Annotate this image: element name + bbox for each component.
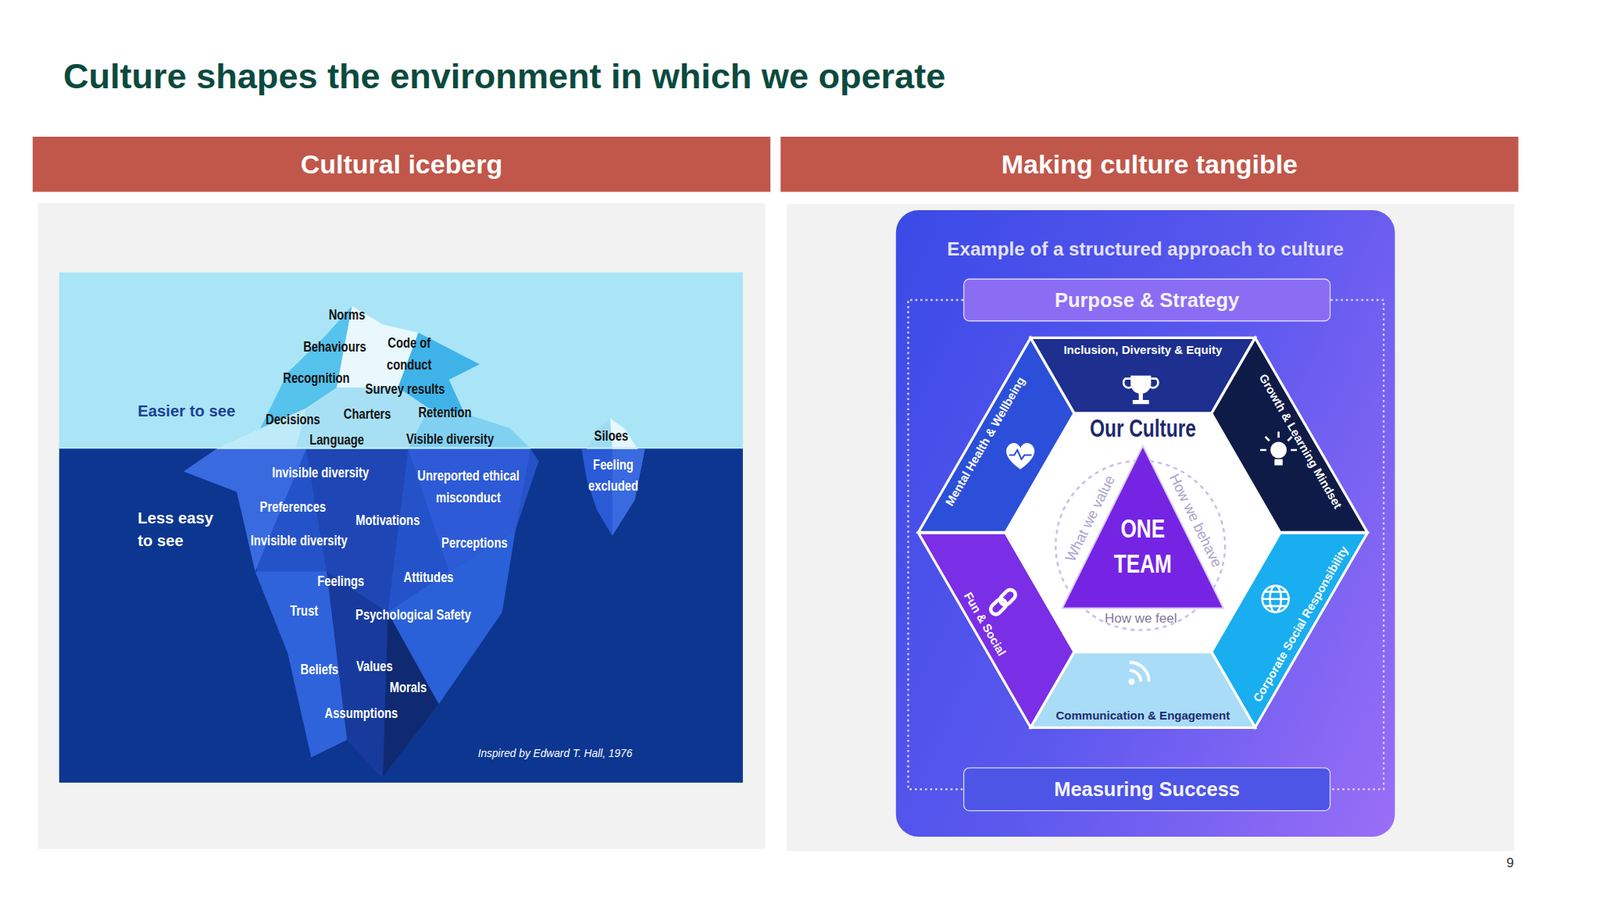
globe-parallels xyxy=(1262,592,1290,607)
node-text: Cultural iceberg xyxy=(32,136,771,193)
node-text: Communication & Engagement xyxy=(1030,707,1255,722)
culture-element: Invisible diversity xyxy=(250,530,348,552)
culture-element: Perceptions xyxy=(441,532,508,554)
culture-element: Trust xyxy=(289,600,318,622)
heart-shape xyxy=(1006,442,1035,470)
depth-label: Easier to see xyxy=(137,400,236,423)
culture-element: Siloes xyxy=(594,425,629,447)
globe-outline xyxy=(1262,585,1290,613)
iceberg-facet xyxy=(255,571,348,758)
grey-panel xyxy=(37,203,765,850)
culture-element: Beliefs xyxy=(300,658,339,680)
culture-element: Invisible diversity xyxy=(271,461,369,483)
small-iceberg xyxy=(581,449,645,536)
bulb xyxy=(1270,442,1287,459)
node-text: How we feel xyxy=(1104,610,1177,627)
bulb-base xyxy=(1274,459,1283,466)
globe-meridian xyxy=(1269,585,1281,613)
iceberg-facet xyxy=(382,612,440,779)
culture-element: Feeling excluded xyxy=(583,453,643,497)
purpose-box: Purpose & Strategy xyxy=(963,278,1331,322)
water xyxy=(59,447,743,783)
culture-element: Norms xyxy=(328,304,366,326)
trophy-base xyxy=(1132,400,1150,404)
link-ring xyxy=(988,596,1008,617)
node-text: Example of a structured approach to cult… xyxy=(896,236,1396,261)
culture-element: Visible diversity xyxy=(406,428,494,450)
culture-element: Feelings xyxy=(317,571,365,593)
culture-element: Behaviours xyxy=(303,335,366,358)
pulse-line xyxy=(1009,450,1033,460)
small-iceberg xyxy=(586,418,638,450)
culture-element: Preferences xyxy=(260,496,327,518)
link-ring xyxy=(997,587,1018,608)
node-text: ONE TEAM xyxy=(1106,510,1180,581)
culture-element: Retention xyxy=(417,401,472,423)
slide-title: Culture shapes the environment in which … xyxy=(63,56,946,97)
node-text: Inclusion, Diversity & Equity xyxy=(1030,342,1255,358)
culture-element: Motivations xyxy=(355,509,420,531)
culture-element: Unreported ethical misconduct xyxy=(407,465,531,509)
signal-arc xyxy=(1129,662,1150,683)
culture-element: Attitudes xyxy=(403,567,454,589)
culture-element: Code of conduct xyxy=(381,332,437,376)
one-team-triangle: ONE TEAM xyxy=(1062,446,1224,609)
node-text: Making culture tangible xyxy=(780,136,1518,193)
culture-core: Our CultureWhat we valueHow we behaveHow… xyxy=(1005,414,1280,652)
link-icon xyxy=(988,587,1018,617)
signal-icon xyxy=(1128,662,1150,686)
waterline xyxy=(59,446,743,449)
trophy-icon xyxy=(1123,375,1158,405)
signal-dot xyxy=(1128,678,1136,686)
iceberg-body xyxy=(183,449,540,779)
culture-element: Decisions xyxy=(265,408,321,430)
iceberg xyxy=(183,306,645,778)
culture-element: Charters xyxy=(343,403,392,425)
culture-element: Survey results xyxy=(365,378,446,400)
node-text: Purpose & Strategy xyxy=(964,279,1330,321)
trophy-handle xyxy=(1123,378,1132,389)
page-number: 9 xyxy=(1506,854,1514,871)
node-text: Measuring Success xyxy=(964,768,1330,811)
culture-element: Morals xyxy=(389,677,428,699)
culture-card: Example of a structured approach to cult… xyxy=(896,210,1396,837)
signal-arc xyxy=(1129,670,1141,682)
lightbulb-icon xyxy=(1260,431,1297,465)
trophy-stem xyxy=(1139,392,1143,400)
dotted-loop xyxy=(1330,300,1384,790)
triangle-fill xyxy=(1062,446,1224,609)
core-hexagon xyxy=(1005,414,1280,652)
grey-panel xyxy=(786,203,1515,851)
dotted-loop xyxy=(907,300,964,790)
culture-element: Assumptions xyxy=(325,702,399,724)
measure-box: Measuring Success xyxy=(963,767,1331,811)
globe-icon xyxy=(1262,585,1290,613)
culture-element: Psychological Safety xyxy=(355,604,472,626)
heart-icon xyxy=(1006,442,1035,470)
section-header: Making culture tangible xyxy=(780,136,1518,193)
culture-element: Recognition xyxy=(282,367,350,390)
bulb-rays xyxy=(1260,431,1297,450)
depth-label: Less easy to see xyxy=(137,507,230,552)
culture-element: Values xyxy=(356,655,393,677)
trophy-handle xyxy=(1150,378,1158,389)
node-text: Our Culture xyxy=(1089,414,1197,443)
section-header: Cultural iceberg xyxy=(32,136,771,193)
source-note: Inspired by Edward T. Hall, 1976 xyxy=(478,746,633,760)
culture-element: Language xyxy=(309,428,365,450)
trophy-cup xyxy=(1130,375,1151,395)
